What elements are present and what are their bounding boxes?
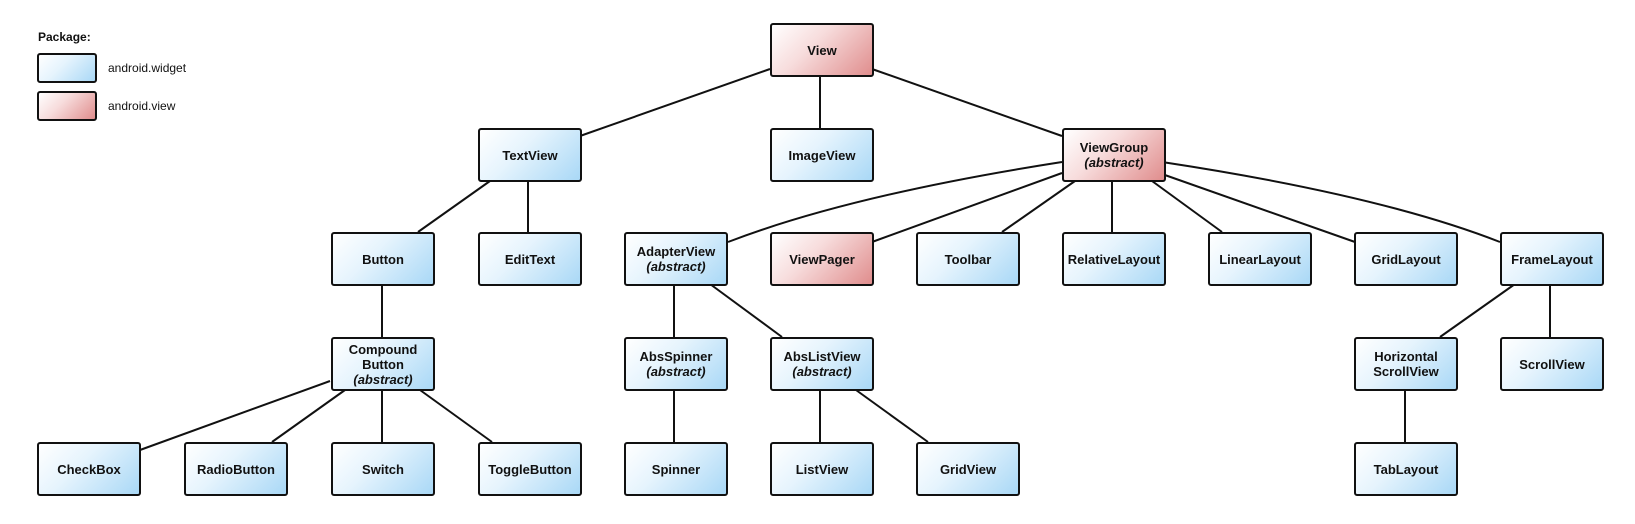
node-label: ViewPager: [789, 251, 855, 267]
node-label-line2: Button: [362, 356, 404, 372]
node-switch: Switch: [331, 442, 435, 496]
node-label: Switch: [362, 461, 404, 477]
node-label: Toolbar: [944, 251, 992, 267]
legend-title: Package:: [38, 30, 91, 44]
node-linearlayout: LinearLayout: [1208, 232, 1312, 286]
node-abstract-note: (abstract): [1084, 155, 1144, 170]
node-label-line2: ScrollView: [1373, 364, 1439, 379]
node-textview: TextView: [478, 128, 582, 182]
node-label: GridLayout: [1371, 251, 1441, 267]
node-spinner: Spinner: [624, 442, 728, 496]
edge-compoundbutton-checkbox: [139, 380, 331, 451]
edge-framelayout-horizontalscrollview: [1439, 283, 1516, 338]
edge-viewgroup-gridlayout: [1161, 173, 1356, 243]
node-label: AdapterView: [636, 244, 716, 259]
edge-compoundbutton-togglebutton: [419, 389, 493, 443]
node-viewpager: ViewPager: [770, 232, 874, 286]
node-label: RelativeLayout: [1067, 251, 1161, 267]
legend-label-view: android.view: [108, 99, 176, 113]
node-label: TabLayout: [1373, 461, 1439, 477]
node-label: ToggleButton: [488, 461, 572, 477]
edge-viewgroup-adapterview: [727, 161, 1063, 243]
node-abstract-note: (abstract): [792, 364, 852, 379]
node-abstract-note: (abstract): [353, 371, 413, 387]
node-label: GridView: [939, 461, 997, 477]
node-label: Button: [362, 251, 404, 267]
legend-swatch-widget: [37, 53, 97, 83]
legend-label-widget: android.widget: [108, 61, 187, 75]
node-tablayout: TabLayout: [1354, 442, 1458, 496]
node-absspinner: AbsSpinner (abstract): [624, 337, 728, 391]
edge-viewgroup-toolbar: [1001, 180, 1076, 233]
node-radiobutton: RadioButton: [184, 442, 288, 496]
node-gridview: GridView: [916, 442, 1020, 496]
node-label: ScrollView: [1519, 356, 1585, 372]
node-label: EditText: [504, 251, 556, 267]
node-label: ListView: [795, 461, 849, 477]
node-label-line1: Compound: [348, 341, 418, 357]
edge-compoundbutton-radiobutton: [271, 389, 346, 443]
edge-view-textview: [579, 68, 771, 137]
node-togglebutton: ToggleButton: [478, 442, 582, 496]
node-compoundbutton: Compound Button (abstract): [331, 337, 435, 391]
node-label: RadioButton: [197, 461, 275, 477]
node-listview: ListView: [770, 442, 874, 496]
node-toolbar: Toolbar: [916, 232, 1020, 286]
node-relativelayout: RelativeLayout: [1062, 232, 1166, 286]
node-label: AbsSpinner: [639, 349, 713, 364]
node-gridlayout: GridLayout: [1354, 232, 1458, 286]
edge-view-viewgroup: [871, 68, 1063, 137]
node-imageview: ImageView: [770, 128, 874, 182]
edge-textview-button: [417, 180, 491, 233]
edge-viewgroup-linearlayout: [1151, 180, 1223, 233]
node-label: ViewGroup: [1079, 140, 1149, 155]
node-framelayout: FrameLayout: [1500, 232, 1604, 286]
edge-abslistview-gridview: [855, 389, 929, 443]
node-label-line1: Horizontal: [1374, 349, 1438, 364]
legend-swatch-view: [37, 91, 97, 121]
node-label: Spinner: [651, 461, 701, 477]
edge-adapterview-abslistview: [709, 283, 783, 338]
node-label: LinearLayout: [1219, 251, 1301, 267]
edge-viewgroup-framelayout: [1161, 161, 1501, 243]
node-view: View: [770, 23, 874, 77]
edge-viewgroup-viewpager: [871, 172, 1063, 243]
node-label: FrameLayout: [1511, 251, 1593, 267]
node-edittext: EditText: [478, 232, 582, 286]
node-adapterview: AdapterView (abstract): [624, 232, 728, 286]
node-abstract-note: (abstract): [646, 259, 706, 274]
node-scrollview: ScrollView: [1500, 337, 1604, 391]
node-label: TextView: [502, 147, 558, 163]
node-label: CheckBox: [57, 461, 121, 477]
node-button: Button: [331, 232, 435, 286]
node-label: View: [807, 42, 837, 58]
node-checkbox: CheckBox: [37, 442, 141, 496]
node-abstract-note: (abstract): [646, 364, 706, 379]
node-horizontalscrollview: Horizontal ScrollView: [1354, 337, 1458, 391]
node-label: AbsListView: [783, 349, 861, 364]
node-abslistview: AbsListView (abstract): [770, 337, 874, 391]
node-label: ImageView: [788, 147, 856, 163]
node-viewgroup: ViewGroup (abstract): [1062, 128, 1166, 182]
